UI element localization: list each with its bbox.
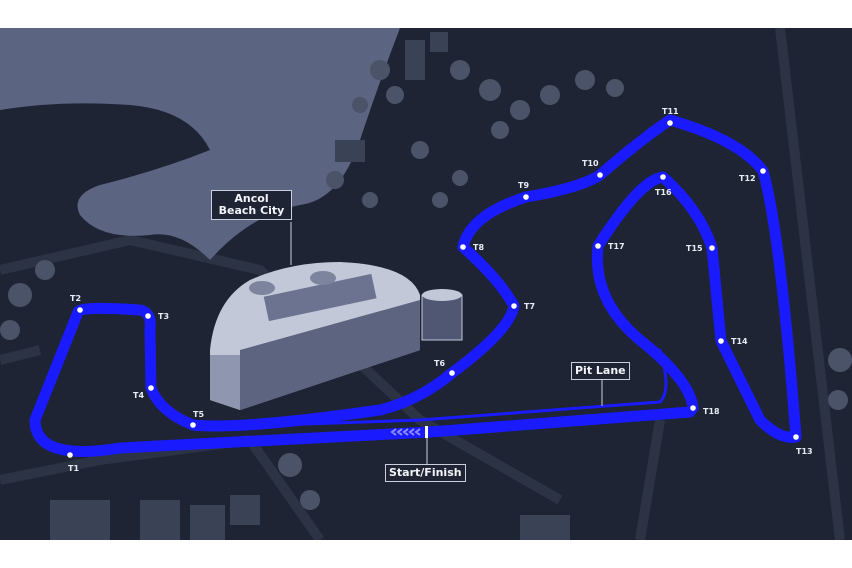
- turn-label-t16: T16: [655, 188, 672, 197]
- turn-label-t8: T8: [473, 243, 484, 252]
- turn-dot-t12: [760, 168, 766, 174]
- background-roads: [0, 28, 845, 540]
- start-finish-label: Start/Finish: [385, 464, 466, 482]
- turn-dot-t11: [667, 120, 673, 126]
- turn-dot-t9: [523, 194, 529, 200]
- turn-dot-t6: [449, 370, 455, 376]
- turn-dot-t17: [595, 243, 601, 249]
- turn-label-t17: T17: [608, 242, 625, 251]
- turn-label-t14: T14: [731, 337, 748, 346]
- buildings: [50, 32, 570, 540]
- race-track: [29, 114, 802, 457]
- turn-label-t4: T4: [133, 391, 144, 400]
- turn-label-t9: T9: [518, 181, 529, 190]
- turn-dot-t4: [148, 385, 154, 391]
- turn-dot-t10: [597, 172, 603, 178]
- water-area: [0, 28, 400, 260]
- turn-dot-t18: [690, 405, 696, 411]
- turn-label-t2: T2: [70, 294, 81, 303]
- turn-dot-t15: [709, 245, 715, 251]
- turn-dot-t1: [67, 452, 73, 458]
- turn-label-t13: T13: [796, 447, 813, 456]
- turn-label-t5: T5: [193, 410, 204, 419]
- turn-dot-t3: [145, 313, 151, 319]
- turn-dot-t8: [460, 244, 466, 250]
- turn-dot-t16: [660, 174, 666, 180]
- turn-label-t3: T3: [158, 312, 169, 321]
- turn-label-t18: T18: [703, 407, 720, 416]
- ancol-building: [210, 262, 463, 410]
- turn-label-t15: T15: [686, 244, 703, 253]
- turn-dot-t13: [793, 434, 799, 440]
- start-finish-line: [425, 426, 428, 438]
- turn-label-t10: T10: [582, 159, 599, 168]
- turn-dot-t2: [77, 307, 83, 313]
- turn-label-t11: T11: [662, 107, 679, 116]
- turn-label-t6: T6: [434, 359, 445, 368]
- venue-label: Ancol Beach City: [211, 190, 292, 220]
- turn-label-t12: T12: [739, 174, 756, 183]
- turn-dot-t14: [718, 338, 724, 344]
- turn-dot-t7: [511, 303, 517, 309]
- trees: [0, 60, 852, 510]
- pit-lane-label: Pit Lane: [571, 362, 630, 380]
- turn-label-t7: T7: [524, 302, 535, 311]
- start-chevrons: [390, 428, 421, 436]
- turn-dot-t5: [190, 422, 196, 428]
- turn-label-t1: T1: [68, 464, 79, 473]
